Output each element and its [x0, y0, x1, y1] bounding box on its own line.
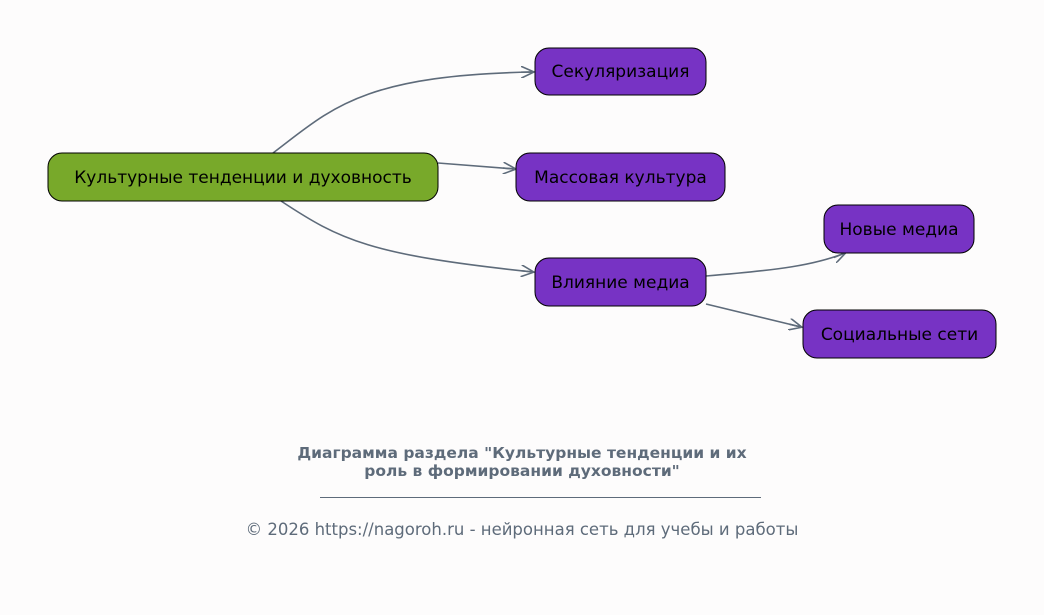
edge-root-mass-culture [437, 163, 515, 169]
node-social-networks[interactable]: Социальные сети [802, 309, 997, 359]
node-root-label: Культурные тенденции и духовность [74, 168, 412, 188]
diagram-title: Диаграмма раздела "Культурные тенденции … [0, 444, 1044, 480]
node-media-influence-label: Влияние медиа [551, 273, 689, 293]
node-media-influence[interactable]: Влияние медиа [534, 257, 707, 307]
node-new-media[interactable]: Новые медиа [823, 204, 975, 254]
diagram-title-line2: роль в формировании духовности" [364, 462, 680, 480]
edge-media-social-networks [705, 303, 801, 327]
node-secularization-label: Секуляризация [552, 62, 690, 82]
node-new-media-label: Новые медиа [840, 220, 959, 240]
divider [320, 497, 761, 498]
edge-root-secularization [272, 72, 533, 154]
edge-media-new-media [705, 253, 845, 277]
node-secularization[interactable]: Секуляризация [534, 47, 707, 96]
node-mass-culture-label: Массовая культура [534, 168, 707, 188]
node-social-networks-label: Социальные сети [821, 325, 978, 345]
copyright: © 2026 https://nagoroh.ru - нейронная се… [245, 520, 799, 539]
edge-root-media-influence [280, 200, 533, 272]
node-root[interactable]: Культурные тенденции и духовность [47, 152, 439, 202]
diagram-title-line1: Диаграмма раздела "Культурные тенденции … [297, 444, 747, 462]
node-mass-culture[interactable]: Массовая культура [515, 152, 726, 202]
